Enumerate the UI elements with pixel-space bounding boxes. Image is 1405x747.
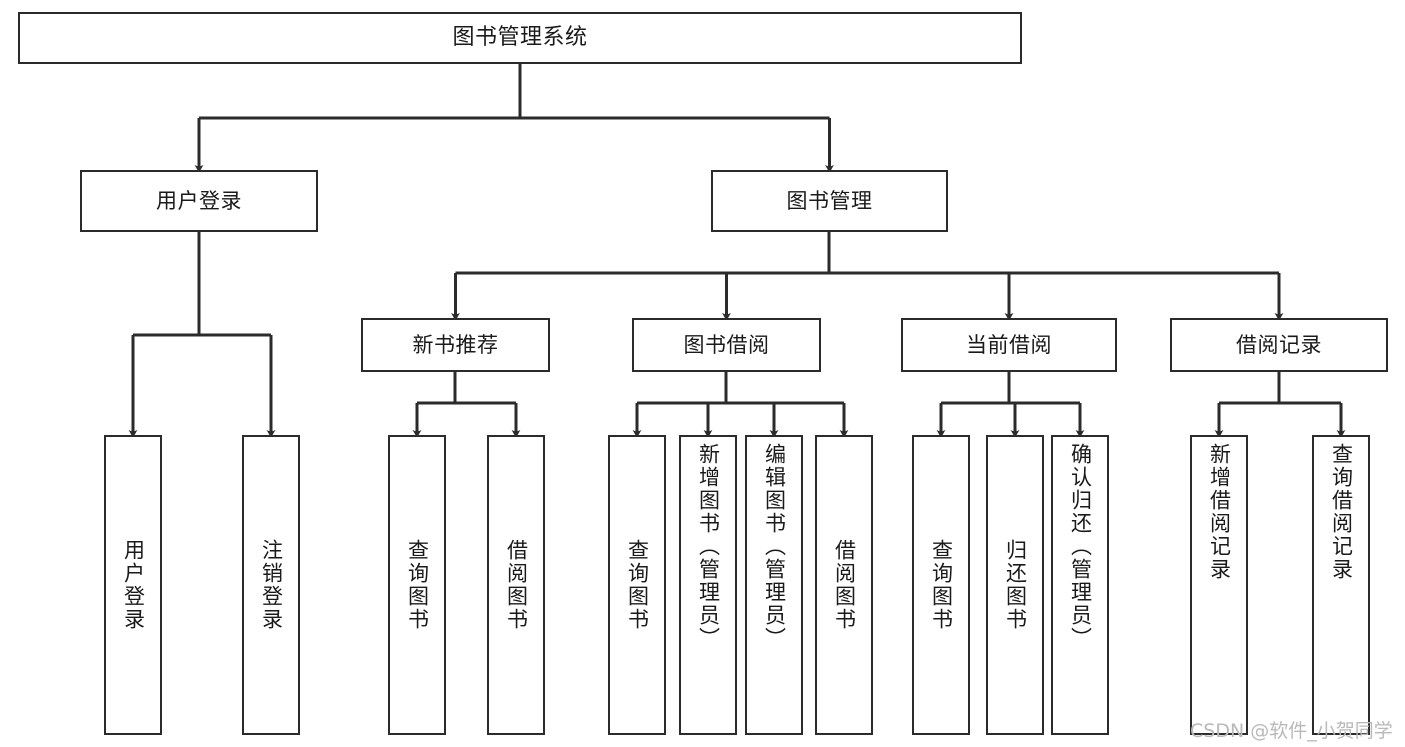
node-label: 归还图书 bbox=[1003, 539, 1028, 631]
node-label: 查询图书 bbox=[929, 539, 954, 631]
node-label: 用户登录 bbox=[156, 188, 242, 213]
node-leaf-bo-add: 新增图书（管理员） bbox=[679, 435, 737, 735]
node-root: 图书管理系统 bbox=[18, 12, 1022, 64]
node-label: 借阅记录 bbox=[1236, 332, 1322, 357]
node-l3-new-book: 新书推荐 bbox=[361, 318, 550, 372]
node-label: 编辑图书（管理员） bbox=[762, 443, 787, 650]
node-label: 注销登录 bbox=[259, 539, 284, 631]
node-leaf-rec-query: 查询借阅记录 bbox=[1312, 435, 1370, 735]
node-leaf-nb-query: 查询图书 bbox=[388, 435, 446, 735]
node-leaf-bo-query: 查询图书 bbox=[608, 435, 666, 735]
node-leaf-rec-add: 新增借阅记录 bbox=[1190, 435, 1248, 735]
node-label: 当前借阅 bbox=[966, 332, 1052, 357]
node-label: 借阅图书 bbox=[832, 539, 857, 631]
node-label: 借阅图书 bbox=[504, 539, 529, 631]
node-leaf-cu-confirm: 确认归还（管理员） bbox=[1051, 435, 1109, 735]
node-l3-current: 当前借阅 bbox=[901, 318, 1117, 372]
node-leaf-bo-borrow: 借阅图书 bbox=[815, 435, 873, 735]
node-label: 用户登录 bbox=[121, 539, 146, 631]
node-leaf-cu-return: 归还图书 bbox=[986, 435, 1044, 735]
node-label: 查询借阅记录 bbox=[1329, 443, 1354, 581]
node-leaf-cu-query: 查询图书 bbox=[912, 435, 970, 735]
edge-layer bbox=[128, 64, 1346, 438]
node-l2-book-manage: 图书管理 bbox=[711, 170, 948, 232]
node-label: 确认归还（管理员） bbox=[1068, 443, 1093, 650]
node-label: 新书推荐 bbox=[412, 332, 499, 357]
node-label: 新增图书（管理员） bbox=[696, 443, 721, 650]
node-label: 新增借阅记录 bbox=[1207, 443, 1232, 581]
node-leaf-bo-edit: 编辑图书（管理员） bbox=[745, 435, 803, 735]
node-leaf-user-login: 用户登录 bbox=[104, 435, 162, 735]
node-leaf-logout: 注销登录 bbox=[242, 435, 300, 735]
node-label: 图书借阅 bbox=[683, 332, 770, 357]
watermark: CSDN @软件_小贺同学 bbox=[1190, 720, 1393, 742]
node-label: 查询图书 bbox=[625, 539, 650, 631]
node-leaf-nb-borrow: 借阅图书 bbox=[487, 435, 545, 735]
node-label: 图书管理系统 bbox=[452, 25, 588, 51]
node-l3-borrow: 图书借阅 bbox=[632, 318, 821, 372]
node-label: 图书管理 bbox=[786, 188, 873, 213]
node-l2-user-login: 用户登录 bbox=[80, 170, 318, 232]
node-l3-record: 借阅记录 bbox=[1170, 318, 1388, 372]
node-label: 查询图书 bbox=[405, 539, 430, 631]
